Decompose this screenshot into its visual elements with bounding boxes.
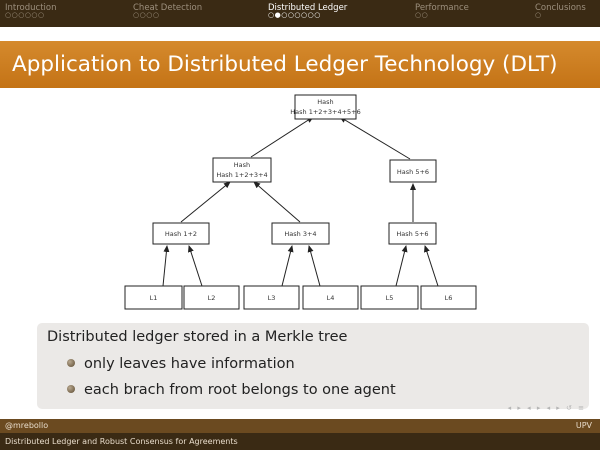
- leaf-l5: L5: [360, 285, 419, 310]
- node-hash-56-lower-label: Hash 5+6: [396, 230, 428, 238]
- leaf-l1: L1: [124, 285, 183, 310]
- edge-l6-h56: [424, 245, 439, 287]
- merkle-tree-diagram: Hash Hash 1+2+3+4+5+6 Hash Hash 1+2+3+4 …: [124, 94, 477, 310]
- bullet-item: only leaves have information: [67, 356, 295, 372]
- leaf-l6: L6: [420, 285, 477, 310]
- svg-text:Hash: Hash: [317, 98, 333, 106]
- edge-l1-h12: [162, 245, 170, 287]
- leaf-l6-label: L6: [445, 294, 453, 302]
- node-hash-56-lower: Hash 5+6: [388, 222, 437, 245]
- node-hash-12: Hash 1+2: [152, 222, 210, 245]
- section-navigation-bar: Introduction ○○○○○○ Cheat Detection ○○○○…: [0, 0, 600, 27]
- node-hash-56-upper: Hash 5+6: [389, 159, 437, 183]
- edge-h56-root: [339, 116, 411, 160]
- edge-l5-h56: [395, 245, 408, 287]
- edge-h12-h1234: [180, 181, 231, 223]
- footer-talk-title: Distributed Ledger and Robust Consensus …: [5, 437, 238, 446]
- node-hash-34-label: Hash 3+4: [284, 230, 316, 238]
- node-hash-56-upper-label: Hash 5+6: [397, 168, 429, 176]
- nav-section-performance[interactable]: Performance: [415, 3, 469, 13]
- footer-author: @mrebollo: [5, 421, 49, 430]
- slide-title: Application to Distributed Ledger Techno…: [12, 52, 558, 77]
- nav-section-conclusions[interactable]: Conclusions: [535, 3, 586, 13]
- nav-dots-distributed-ledger[interactable]: ○●○○○○○○: [268, 11, 321, 19]
- block-title: Distributed ledger stored in a Merkle tr…: [47, 329, 348, 345]
- edge-l4-h34: [307, 245, 321, 287]
- bullet-item: each brach from root belongs to one agen…: [67, 382, 396, 398]
- edge-l2-h12: [188, 245, 203, 287]
- node-hash-12-label: Hash 1+2: [165, 230, 197, 238]
- slide-title-band: Application to Distributed Ledger Techno…: [0, 41, 600, 88]
- nav-section-distributed-ledger[interactable]: Distributed Ledger: [268, 3, 348, 13]
- footer-title-bar: Distributed Ledger and Robust Consensus …: [0, 433, 600, 450]
- leaf-l5-label: L5: [386, 294, 394, 302]
- nav-section-cheat-detection[interactable]: Cheat Detection: [133, 3, 203, 13]
- footer-author-bar: @mrebollo UPV: [0, 419, 600, 433]
- merkle-tree-explanation-block: Distributed ledger stored in a Merkle tr…: [37, 323, 589, 409]
- leaf-l4: L4: [302, 285, 359, 310]
- leaf-l2: L2: [183, 285, 240, 310]
- edge-l3-h34: [281, 245, 294, 287]
- leaf-l1-label: L1: [150, 294, 158, 302]
- nav-dots-introduction[interactable]: ○○○○○○: [5, 11, 45, 19]
- nav-section-introduction[interactable]: Introduction: [5, 3, 57, 13]
- tree-edges: [162, 116, 439, 287]
- root-node-label: Hash 1+2+3+4+5+6: [290, 108, 361, 116]
- bullet-ball-icon: [67, 385, 75, 393]
- nav-dots-cheat-detection[interactable]: ○○○○: [133, 11, 160, 19]
- node-hash-34: Hash 3+4: [271, 222, 330, 245]
- leaf-l3: L3: [243, 285, 300, 310]
- node-hash-1234-label: Hash 1+2+3+4: [216, 171, 267, 179]
- nav-dots-conclusions[interactable]: ○: [535, 11, 542, 19]
- node-hash-1234: Hash Hash 1+2+3+4: [212, 157, 272, 183]
- beamer-navigation-symbols[interactable]: ◂ ▸ ◂ ▸ ◂ ▸ ↺ ≡: [507, 404, 586, 412]
- bullet-ball-icon: [67, 359, 75, 367]
- edge-h34-h1234: [253, 181, 301, 223]
- edge-h1234-root: [250, 116, 314, 158]
- leaf-l4-label: L4: [327, 294, 335, 302]
- root-node: Hash Hash 1+2+3+4+5+6: [290, 94, 361, 120]
- nav-dots-performance[interactable]: ○○: [415, 11, 429, 19]
- header-spacer: [0, 27, 600, 41]
- svg-text:Hash: Hash: [234, 161, 250, 169]
- leaf-l3-label: L3: [268, 294, 276, 302]
- leaf-l2-label: L2: [208, 294, 216, 302]
- footer-institution: UPV: [575, 421, 592, 430]
